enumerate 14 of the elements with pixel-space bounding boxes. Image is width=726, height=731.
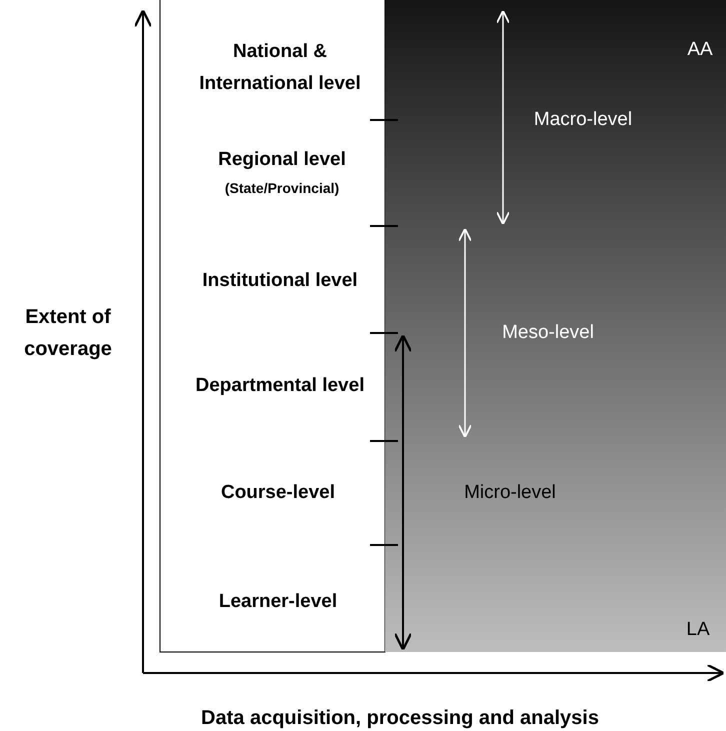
axis-title: Data acquisition, processing and analysis [200, 706, 600, 731]
level-label: Institutional level [201, 269, 359, 293]
axis-title: Extent of coverage [23, 305, 113, 362]
range-label: Macro-level [532, 108, 634, 132]
corner-label: LA [685, 618, 711, 642]
level-label: National & International level [198, 40, 362, 96]
level-label: Departmental level [194, 374, 366, 398]
corner-label: AA [686, 38, 714, 62]
level-label: Learner-level [218, 590, 338, 614]
level-label: Course-level [220, 481, 336, 505]
range-label: Micro-level [463, 481, 557, 505]
level-label: (State/Provincial) [224, 179, 340, 198]
level-label: Regional level [217, 148, 347, 172]
range-label: Meso-level [501, 321, 595, 345]
